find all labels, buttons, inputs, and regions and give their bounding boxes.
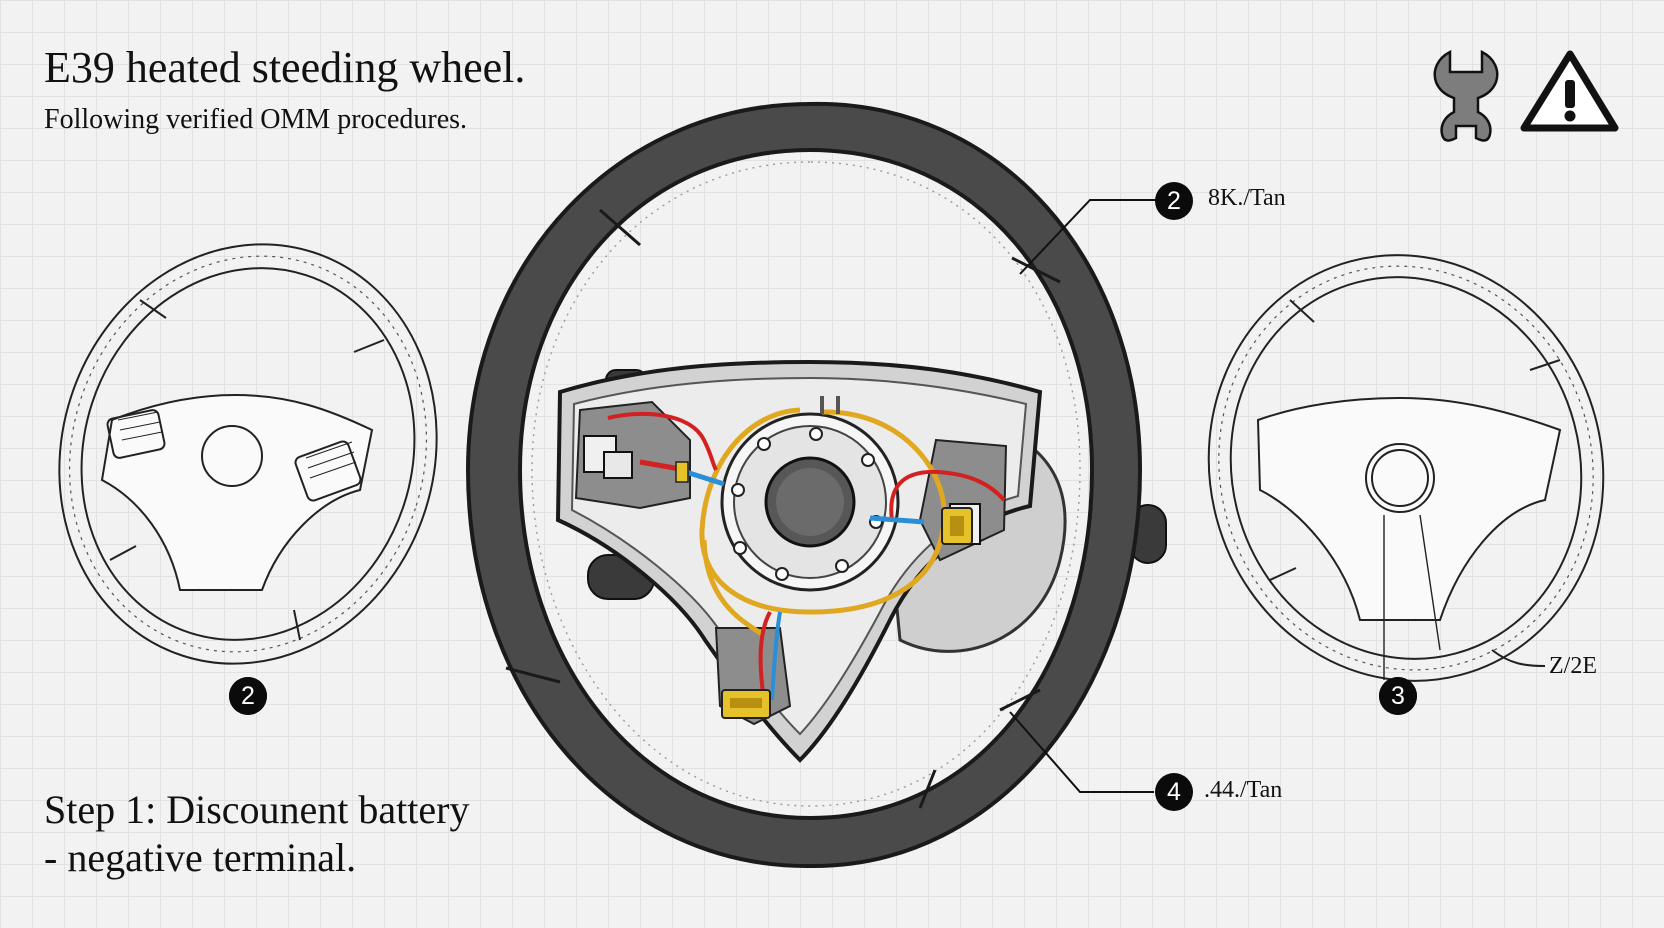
callout-leader-top	[1019, 199, 1158, 275]
wrench-icon	[1433, 49, 1499, 142]
main-wheel	[465, 101, 1143, 869]
callout-badge-top: 2	[1155, 182, 1193, 220]
page-title: E39 heated steeding wheel.	[44, 43, 526, 92]
right-wheel-leader	[1491, 649, 1546, 667]
right-wheel-drawing	[1207, 254, 1605, 682]
callout-leader-bottom	[1009, 711, 1154, 793]
page-subtitle: Following verified OMM procedures.	[44, 104, 468, 135]
callout-label-bottom: .44./Tan	[1204, 777, 1283, 803]
callout-label-right: Z/2E	[1549, 653, 1597, 679]
callout-label-top: 8K./Tan	[1208, 185, 1286, 211]
step-line-1: Step 1: Discounent battery	[44, 787, 470, 832]
step-line-2: - negative terminal.	[44, 835, 357, 880]
warning-icon	[1520, 50, 1619, 132]
step-instruction: Step 1: Discounent battery - negative te…	[44, 786, 469, 882]
right-wheel-badge: 3	[1379, 677, 1417, 715]
left-wheel-badge: 2	[229, 677, 267, 715]
left-wheel-drawing	[58, 243, 438, 665]
callout-badge-bottom: 4	[1155, 773, 1193, 811]
